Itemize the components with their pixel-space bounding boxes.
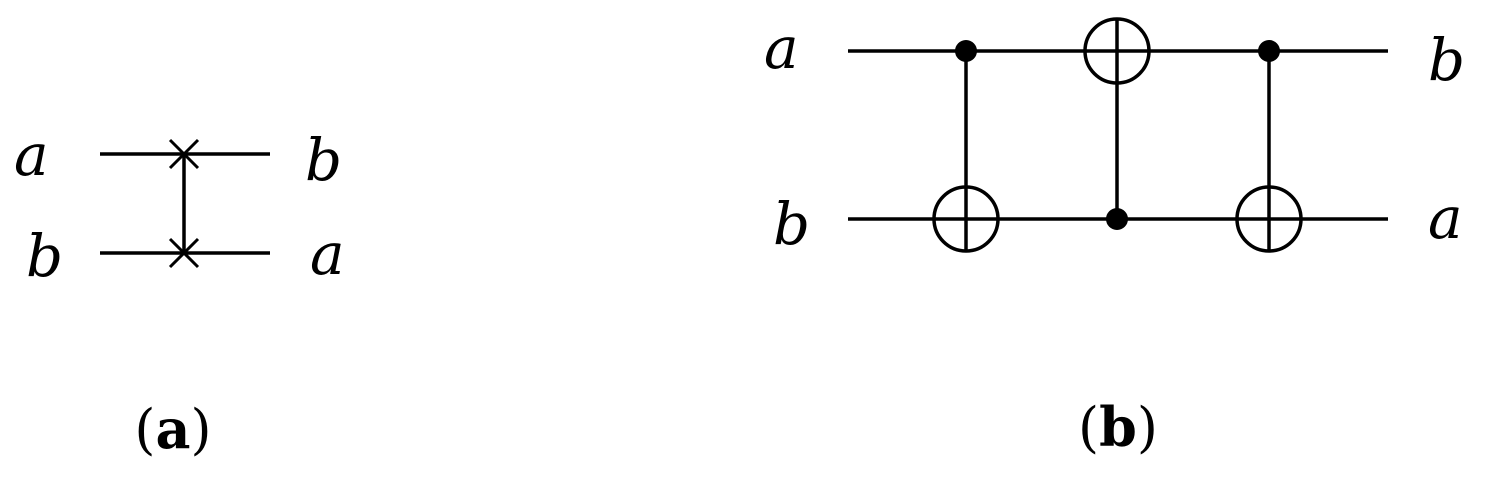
panel-b-caption-letter: b bbox=[1099, 395, 1137, 459]
panel-b-cnot-2 bbox=[1083, 17, 1151, 230]
panel-b-output-top-label: b bbox=[1428, 26, 1465, 94]
panel-a-output-top-label: b bbox=[305, 126, 342, 194]
panel-a-input-bottom-label: b bbox=[26, 222, 63, 290]
panel-a-caption: (a) bbox=[134, 397, 211, 461]
panel-a-output-bottom-label: a bbox=[310, 220, 345, 288]
panel-a-caption-close: ) bbox=[191, 398, 212, 461]
panel-b-caption: (b) bbox=[1078, 395, 1158, 459]
panel-b-cnot-1-control-dot bbox=[955, 40, 977, 62]
panel-a-caption-open: ( bbox=[134, 398, 155, 461]
panel-a-swap-cross-bottom bbox=[168, 237, 200, 269]
panel-a-input-top-label: a bbox=[14, 121, 49, 189]
panel-b-caption-open: ( bbox=[1078, 396, 1099, 459]
panel-b-cnot-2-control-dot bbox=[1106, 208, 1128, 230]
panel-b-cnot-3-target bbox=[1235, 185, 1303, 253]
panel-a-swap-gate: a b b a (a) bbox=[14, 121, 345, 461]
panel-b-input-bottom-label: b bbox=[773, 190, 810, 258]
panel-b-cnot-2-target bbox=[1083, 17, 1151, 85]
panel-b-cnot-3-control-dot bbox=[1258, 40, 1280, 62]
panel-a-swap-cross-top bbox=[168, 138, 200, 170]
panel-b-input-top-label: a bbox=[764, 14, 799, 82]
panel-a-caption-letter: a bbox=[156, 397, 191, 461]
panel-b-cnot-1 bbox=[932, 40, 1000, 253]
panel-b-caption-close: ) bbox=[1137, 396, 1158, 459]
panel-b-cnot-3 bbox=[1235, 40, 1303, 253]
panel-b-output-bottom-label: a bbox=[1428, 184, 1463, 252]
panel-b-cnot-1-target bbox=[932, 185, 1000, 253]
panel-b-cnot-decomposition: a b b a (b) bbox=[764, 14, 1465, 459]
